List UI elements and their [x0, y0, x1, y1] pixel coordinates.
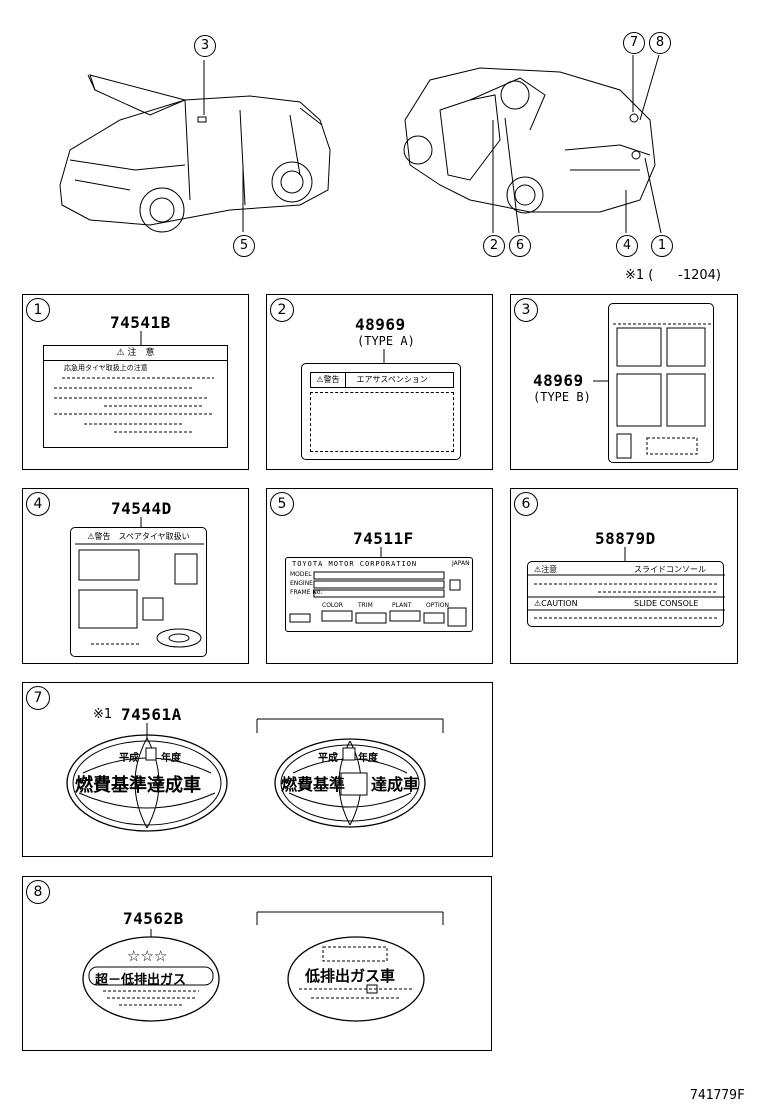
en-slide-console: SLIDE CONSOLE — [634, 599, 699, 608]
line-art — [140, 331, 142, 345]
bottom-color: COLOR — [322, 602, 343, 609]
panel-1: 1 74541B ⚠ 注 意 応急用タイヤ取扱上の注意 — [22, 294, 249, 470]
panel-2: 2 48969 (TYPE A) ⚠警告 エアサスペンション — [266, 294, 493, 470]
type-b-label-art — [608, 303, 714, 463]
callout-5: 5 — [233, 235, 255, 257]
part-number: 74544D — [111, 499, 172, 518]
panel-number: 4 — [26, 492, 50, 516]
slide-console-label-art: ⚠注意 スライドコンソール ⚠CAUTION SLIDE CONSOLE — [527, 561, 725, 627]
panel-number: 7 — [26, 686, 50, 710]
fuel-economy-emblem-b — [274, 738, 426, 828]
callout-3: 3 — [194, 35, 216, 57]
model-year-note: ※1 ( -1204) — [625, 268, 722, 283]
jp-caution: 注意 — [541, 565, 558, 574]
emblem-b-title-left: 燃費基準 — [281, 775, 346, 794]
bottom-trim: TRIM — [358, 602, 373, 609]
type-label: (TYPE A) — [357, 334, 415, 348]
row-model: MODEL — [290, 571, 312, 578]
low-emission-emblem-a — [82, 936, 220, 1022]
panel-8: 8 74562B ☆☆☆ 超－低排出ガス 低排出ガス車 — [22, 876, 492, 1051]
fuel-economy-emblem-a — [66, 734, 228, 832]
emblem-a-nendo: 年度 — [161, 753, 181, 764]
en-caution: CAUTION — [541, 599, 578, 608]
row-engine: ENGINE — [290, 580, 313, 587]
part-number: 48969 — [533, 371, 584, 390]
warning-right: エアサスペンション — [356, 375, 428, 384]
panel-number: 1 — [26, 298, 50, 322]
warning-triangle-icon: ⚠ — [534, 565, 542, 574]
rating-stars: ☆☆☆ — [127, 947, 168, 965]
bottom-plant: PLANT — [392, 602, 412, 609]
right-car-body — [404, 67, 656, 213]
row-frame: FRAME No. — [290, 589, 323, 596]
caution-title: 注 意 — [127, 348, 155, 358]
panel-6: 6 58879D ⚠注意 スライドコンソール ⚠CAUTION SLIDE CO… — [510, 488, 738, 664]
vin-plate-art: TOYOTA MOTOR CORPORATION JAPAN MODEL ENG… — [285, 557, 473, 632]
part-number: 58879D — [595, 529, 656, 548]
warning-left: 警告 — [323, 375, 340, 384]
country: JAPAN — [452, 560, 470, 567]
panel-5: 5 74511F TOYOTA MOTOR CORPORATION JAPAN … — [266, 488, 493, 664]
type-label: (TYPE B) — [533, 390, 591, 404]
part-number: 74541B — [110, 313, 171, 332]
panel-4: 4 74544D ⚠警告 スペアタイヤ取扱い — [22, 488, 249, 664]
vehicle-overview-diagram — [59, 54, 662, 234]
left-car-body — [59, 95, 331, 226]
emblem-b-nendo: 年度 — [358, 753, 378, 764]
emblem-a-title: 燃費基準達成車 — [75, 775, 201, 796]
part-number: 48969 — [355, 315, 406, 334]
warning-triangle-icon: ⚠ — [116, 348, 125, 358]
panel-7: 7 ※1 74561A 平成 年度 燃費基準達成車 平成 年度 燃費基準 達成車 — [22, 682, 493, 857]
emblem-b-title-right: 達成車 — [371, 775, 420, 794]
callout-4: 4 — [616, 235, 638, 257]
warning-label-art: ⚠警告 エアサスペンション — [301, 363, 461, 460]
part-number: 74561A — [121, 705, 182, 724]
diagram-code: 741779F — [690, 1088, 745, 1103]
emblem-a-heisei: 平成 — [119, 753, 139, 764]
callout-2: 2 — [483, 235, 505, 257]
panel-number: 3 — [514, 298, 538, 322]
panel-number: 5 — [270, 492, 294, 516]
panel-number: 8 — [26, 880, 50, 904]
callout-7: 7 — [623, 32, 645, 54]
part-number: 74511F — [353, 529, 414, 548]
panel-3: 3 48969 (TYPE B) — [510, 294, 738, 470]
warning-triangle-icon: ⚠ — [316, 375, 324, 384]
panel-number: 2 — [270, 298, 294, 322]
callout-1: 1 — [651, 235, 673, 257]
callout-8: 8 — [649, 32, 671, 54]
part-number: 74562B — [123, 909, 184, 928]
panel-number: 6 — [514, 492, 538, 516]
maker-name: TOYOTA MOTOR CORPORATION — [292, 560, 418, 568]
spare-tire-label-art: ⚠警告 スペアタイヤ取扱い — [70, 527, 207, 657]
warning-triangle-icon: ⚠ — [87, 532, 95, 541]
bottom-option: OPTION — [426, 602, 449, 609]
jp-slide-console: スライドコンソール — [634, 565, 706, 574]
callout-6: 6 — [509, 235, 531, 257]
emblem-b-heisei: 平成 — [318, 753, 338, 764]
caution-line: 応急用タイヤ取扱上の注意 — [64, 364, 148, 372]
note-marker: ※1 — [93, 707, 113, 722]
low-emission-emblem-b — [287, 936, 425, 1022]
spare-tire-header: ⚠警告 スペアタイヤ取扱い — [87, 532, 190, 541]
caution-label-art: ⚠ 注 意 応急用タイヤ取扱上の注意 — [43, 345, 228, 448]
emblem-a-title: 超－低排出ガス — [95, 973, 187, 988]
warning-triangle-icon: ⚠ — [534, 599, 542, 608]
emblem-b-title: 低排出ガス車 — [305, 967, 396, 985]
